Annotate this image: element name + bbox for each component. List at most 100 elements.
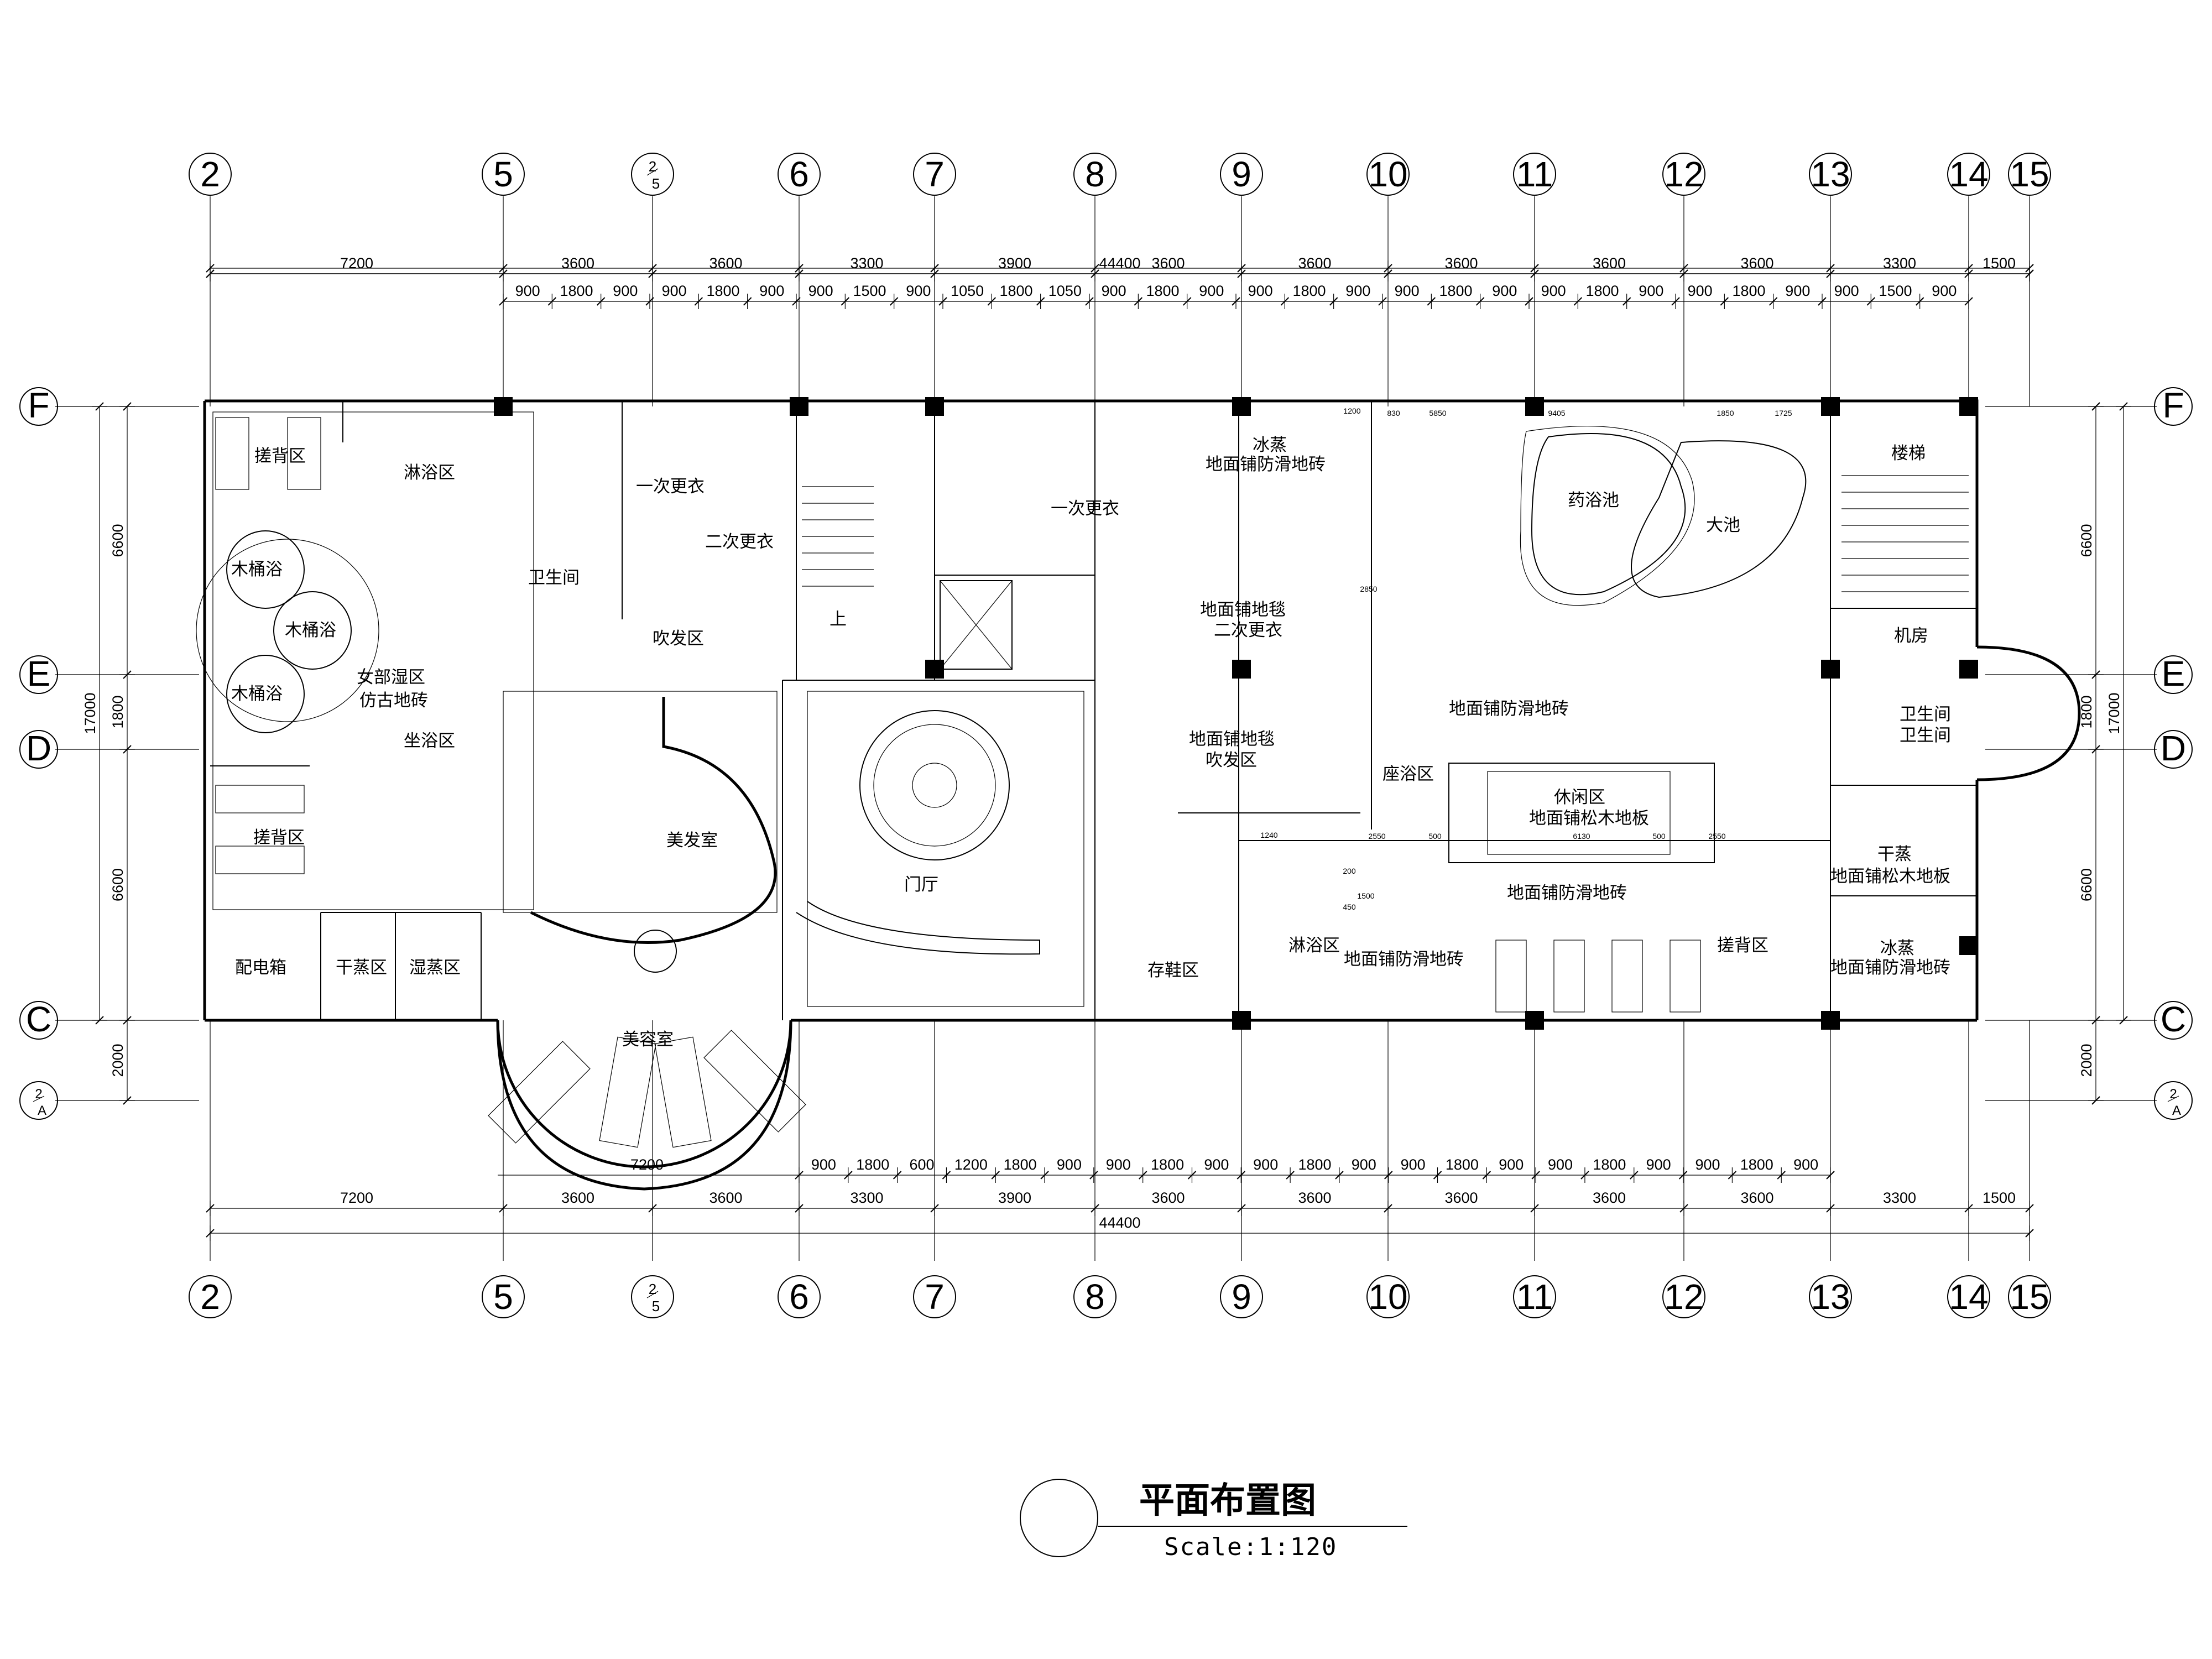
label-toilet-r1: 卫生间	[1900, 705, 1951, 724]
dim-label: 900	[1785, 283, 1810, 299]
structural-column	[1821, 397, 1840, 416]
label-up-arrow: 上	[830, 609, 847, 629]
label-shoe-storage: 存鞋区	[1147, 961, 1199, 980]
axis-bubble-label: F	[2162, 385, 2184, 425]
axis-bubble-row-F-left: F	[19, 385, 58, 426]
dim-label: 900	[906, 283, 931, 299]
axis-bubble-label: 9	[1232, 1277, 1251, 1317]
axis-bubble-den: 5	[652, 1298, 660, 1314]
dim-bay-label: 1500	[1983, 255, 2016, 272]
label-pine-floor-right: 地面铺松木地板	[1830, 867, 1950, 886]
dim-small-label: 6130	[1573, 832, 1590, 841]
dim-small-label: 9405	[1548, 409, 1565, 418]
dim-label: 2000	[109, 1044, 126, 1077]
axis-bubble-col-9-bottom: 9	[1220, 1275, 1263, 1318]
dim-label: 44400	[1099, 255, 1140, 272]
dim-label: 7200	[630, 1156, 664, 1173]
dim-bay-label: 3300	[1883, 1190, 1916, 1206]
dim-label: 900	[1932, 283, 1957, 299]
axis-bubble-label: 13	[1811, 154, 1850, 194]
building-outline	[196, 397, 2081, 1191]
label-ice-steam-right: 冰蒸	[1880, 938, 1914, 958]
label-electric-box: 配电箱	[235, 958, 286, 978]
axis-bubbles: 2255252566778899101011111212131314141515…	[19, 153, 2193, 1318]
dim-label: 900	[1057, 1156, 1082, 1173]
dim-bay-label: 3600	[1593, 255, 1626, 272]
structural-column	[1525, 397, 1544, 416]
dim-small-label: 200	[1343, 867, 1356, 875]
dim-label: 900	[1395, 283, 1420, 299]
stairs-treads	[802, 475, 1969, 592]
axis-bubble-label: C	[2161, 999, 2186, 1039]
axis-bubble-label: 2	[200, 154, 220, 194]
label-shower-right: 淋浴区	[1288, 936, 1340, 956]
dim-label: 900	[1106, 1156, 1131, 1173]
axis-bubble-row-C-right: C	[2154, 999, 2193, 1040]
axis-bubble-col-13-top: 13	[1809, 153, 1852, 196]
dim-bay-label: 3300	[1883, 255, 1916, 272]
axis-bubble-label: 5	[493, 1277, 513, 1317]
dim-label: 1050	[951, 283, 984, 299]
axis-bubble-col-5-top: 5	[482, 153, 525, 196]
label-wet-steam: 湿蒸区	[409, 958, 461, 978]
axis-bubble-label: 5	[493, 154, 513, 194]
axis-bubble-row-E-right: E	[2154, 654, 2193, 694]
label-scrub-right: 搓背区	[1717, 936, 1768, 956]
dim-label: 900	[1639, 283, 1663, 299]
label-dry-steam: 干蒸区	[336, 958, 387, 978]
axis-bubble-label: F	[28, 385, 49, 425]
axis-bubble-row-E-left: E	[19, 654, 58, 694]
axis-bubble-label: 11	[1516, 1277, 1553, 1317]
axis-bubble-label: E	[2162, 654, 2185, 693]
axis-bubble-col-6-top: 6	[778, 153, 821, 196]
axis-bubble-col-8-top: 8	[1073, 153, 1117, 196]
axis-bubble-col-15-top: 15	[2008, 153, 2051, 196]
dim-label: 1500	[1879, 283, 1912, 299]
axis-bubble-row-F-right: F	[2154, 385, 2193, 426]
dim-label: 1800	[1004, 1156, 1037, 1173]
label-wood-tub-1: 木桶浴	[231, 560, 283, 580]
dim-label: 900	[1492, 283, 1517, 299]
dim-label: 1800	[999, 283, 1032, 299]
dim-label: 1800	[1446, 1156, 1479, 1173]
dim-bay-label: 3600	[1740, 255, 1773, 272]
axis-bubble-col-13-bottom: 13	[1809, 1275, 1852, 1318]
dim-label: 1800	[1732, 283, 1765, 299]
dim-label: 6600	[109, 868, 126, 901]
axis-bubble-den: A	[38, 1103, 46, 1118]
dim-label: 900	[1401, 1156, 1426, 1173]
dim-small-label: 1500	[1357, 891, 1374, 900]
structural-column	[1959, 936, 1978, 955]
dim-label: 900	[1345, 283, 1370, 299]
dim-label: 900	[1204, 1156, 1229, 1173]
dim-label: 2000	[2078, 1044, 2095, 1077]
axis-bubble-label: 8	[1085, 1277, 1105, 1317]
dim-bay-label: 3600	[561, 1190, 594, 1206]
dim-label: 900	[1688, 283, 1713, 299]
axis-bubble-label: 12	[1664, 1277, 1703, 1317]
dim-overall-bottom: 44400	[206, 1214, 2034, 1241]
dim-label: 900	[662, 283, 687, 299]
dim-bay-label: 3600	[1444, 255, 1478, 272]
room-labels: 搓背区 淋浴区 木桶浴 木桶浴 木桶浴 女部湿区 仿古地砖 坐浴区 搓背区 配电…	[231, 435, 1951, 1050]
axis-bubble-col-11-top: 11	[1513, 153, 1556, 196]
label-anti-slip-shower: 地面铺防滑地砖	[1344, 950, 1464, 969]
label-wood-tub-2: 木桶浴	[285, 620, 336, 640]
dim-small-label: 2550	[1368, 832, 1385, 841]
label-second-change-left: 二次更衣	[705, 532, 774, 552]
label-first-change-center: 一次更衣	[1051, 499, 1119, 519]
axis-bubble-col-2-5-top: 25	[631, 153, 674, 196]
dim-bay-label: 3600	[1444, 1190, 1478, 1206]
label-blow-dry-left: 吹发区	[653, 629, 704, 649]
axis-bubble-col-5-bottom: 5	[482, 1275, 525, 1318]
dim-label: 900	[1352, 1156, 1376, 1173]
axis-bubble-col-14-top: 14	[1947, 153, 1990, 196]
dim-label: 900	[1248, 283, 1273, 299]
axis-bubble-label: C	[26, 999, 51, 1039]
structural-column	[1232, 1011, 1251, 1030]
dim-label: 900	[808, 283, 833, 299]
dim-label: 900	[1834, 283, 1859, 299]
